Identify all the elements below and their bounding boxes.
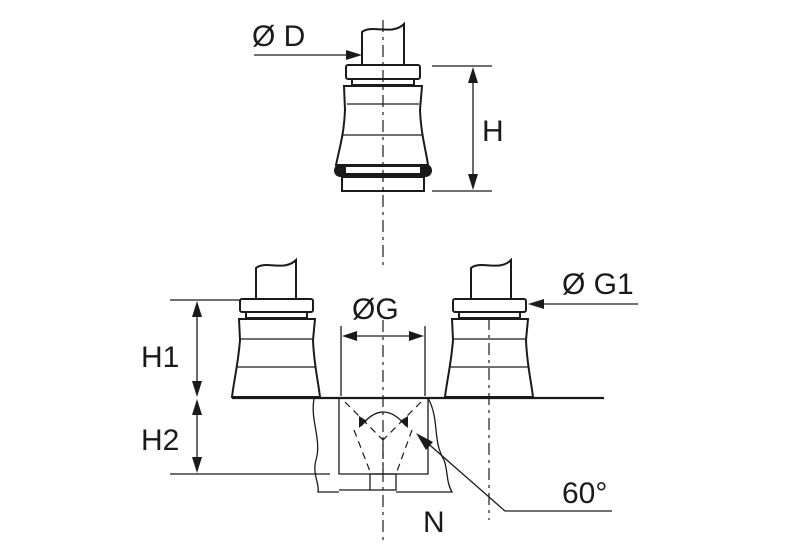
h1-arrow-top-icon [192,301,202,317]
label-angle: 60° [562,477,607,510]
break-line-left [312,398,339,493]
label-n: N [423,506,445,539]
hidden-line-left [353,429,372,475]
label-h1: H1 [141,341,179,374]
g-arrow-right-icon [409,331,424,341]
top-body [334,85,430,166]
left-component [230,257,322,398]
label-h: H [482,115,504,148]
arc-arrow-left-icon [359,416,367,428]
hidden-line-right [395,429,413,475]
label-d: Ø D [252,20,305,53]
right-component [443,257,535,398]
h2-arrow-bottom-icon [192,457,202,473]
left-flange [239,298,314,313]
left-body [230,318,322,398]
h2-arrow-top-icon [192,399,202,415]
label-h2: H2 [141,424,179,457]
h-arrow-top-icon [468,67,478,83]
right-flange [452,298,527,313]
break-line-right [396,397,454,493]
label-g: ØG [352,293,399,326]
right-flange-step [458,311,521,319]
left-shaft [255,257,297,300]
d-arrowhead-icon [346,50,362,60]
arc-arrow-right-icon [400,416,408,428]
g-arrow-left-icon [342,331,357,341]
h1-arrow-bottom-icon [192,381,202,397]
right-shaft [470,257,512,300]
angle-leader [423,439,612,512]
h-arrow-bottom-icon [468,174,478,190]
angle-arrowhead-icon [416,433,433,450]
label-g1: Ø G1 [562,268,634,301]
g1-arrowhead-icon [528,299,544,309]
left-flange-step [245,311,308,319]
top-shaft [361,21,405,66]
